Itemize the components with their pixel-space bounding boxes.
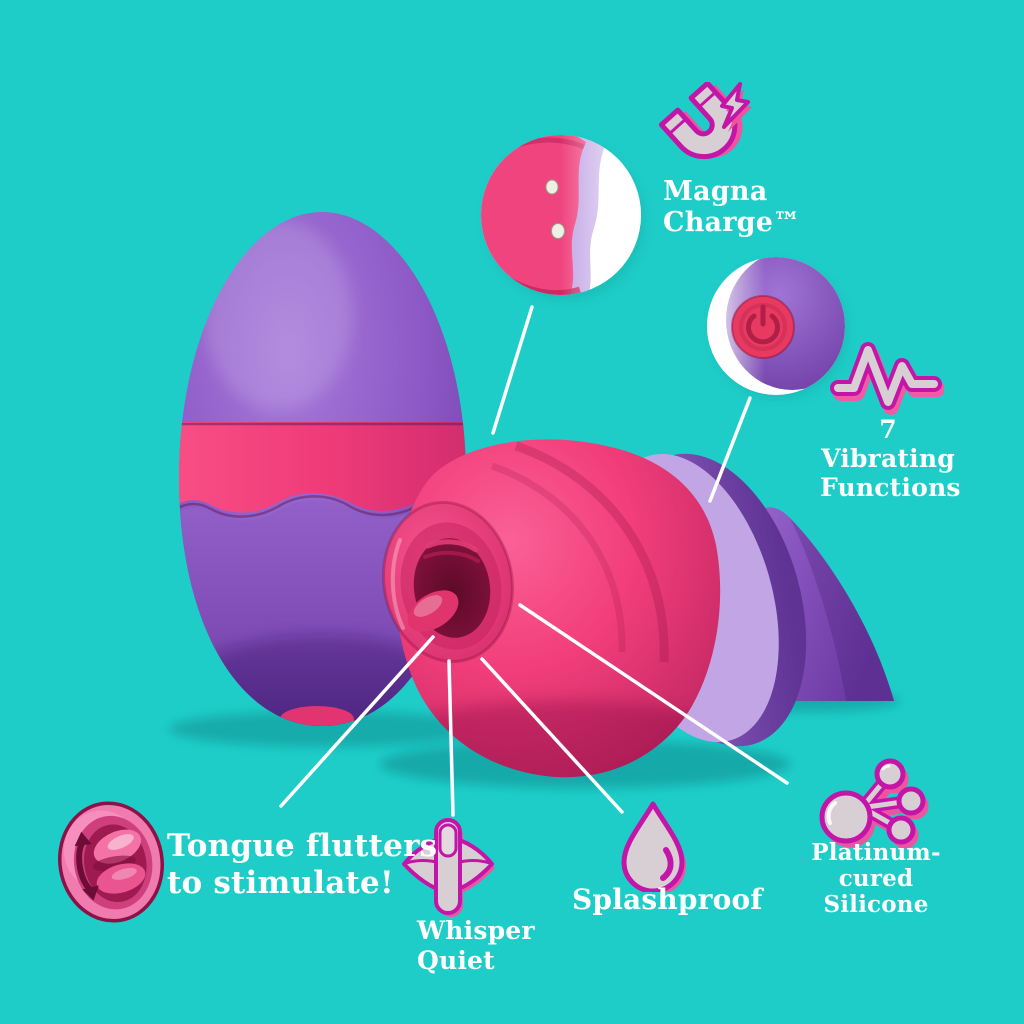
callout-line-power (708, 396, 752, 503)
label-line: Whisper (417, 916, 535, 945)
label-splashproof: Splashproof (572, 883, 763, 916)
egg-pink-band (179, 422, 466, 513)
label-whisper-quiet: Whisper Quiet (417, 916, 535, 976)
egg-highlight (203, 220, 353, 410)
detail-pink (481, 135, 586, 295)
callout-line-splashproof (480, 657, 624, 814)
fingernail (438, 823, 458, 858)
mouth-tongue-icon (57, 801, 165, 923)
power-icon (746, 304, 780, 345)
pulse-icon (830, 342, 944, 415)
label-vibrating-functions: 7 Vibrating Functions (820, 415, 961, 502)
molecule-icon (819, 758, 929, 849)
charging-contact-dot (551, 223, 565, 239)
tongue-lower (96, 863, 146, 894)
label-line: Quiet (417, 946, 495, 975)
lightning-bolt-icon (720, 82, 752, 132)
egg-shadow (169, 711, 485, 747)
power-button (731, 295, 795, 359)
finger-over-lips-icon (402, 818, 495, 917)
callout-line-charging (491, 305, 534, 435)
callout-lines (279, 305, 789, 817)
water-drop-icon (621, 801, 686, 892)
charging-contact-dot (545, 179, 559, 195)
label-tongue-flutters: Tongue flutters to stimulate! (167, 828, 437, 902)
label-line: Silicone (823, 891, 929, 918)
tongue (407, 590, 459, 632)
flutter-arrow-icon (74, 831, 99, 901)
label-line: 7 Vibrating (821, 415, 955, 473)
callout-line-tongue (279, 635, 435, 808)
label-line: Tongue flutters (167, 828, 438, 864)
magnet-icon (658, 82, 752, 160)
label-line: Functions (820, 473, 961, 502)
mouth-opening (381, 500, 515, 664)
label-line: Platinum-cured (811, 839, 941, 892)
label-line: Charge™ (663, 207, 801, 238)
callout-line-silicone (518, 603, 789, 785)
label-platinum-silicone: Platinum-cured Silicone (781, 840, 971, 918)
callout-line-whisper (447, 659, 455, 817)
zoom-circle-charging-contacts (481, 135, 645, 301)
label-line: Magna (663, 176, 768, 207)
label-line: to stimulate! (167, 865, 394, 901)
label-magna-charge: Magna Charge™ (663, 176, 800, 238)
tongue-upper (93, 829, 142, 864)
label-line: Splashproof (572, 883, 763, 916)
